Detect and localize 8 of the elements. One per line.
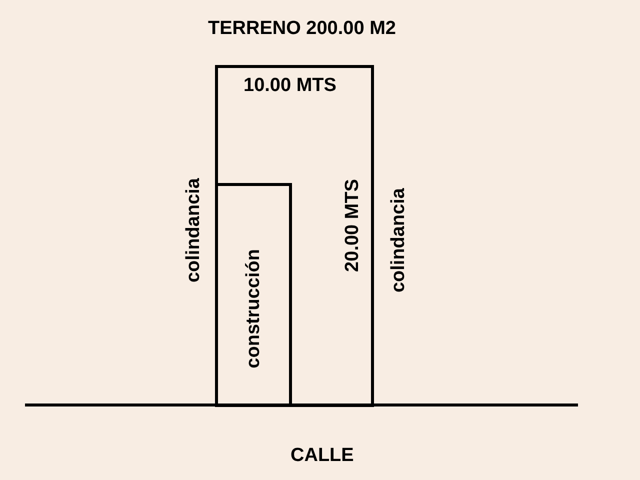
street-label: CALLE bbox=[290, 446, 354, 464]
lot-outline bbox=[215, 65, 374, 407]
dimension-label: 20.00 MTS bbox=[342, 178, 362, 272]
neighbor-label: colindancia bbox=[388, 188, 408, 292]
lot-title: TERRENO 200.00 M2 bbox=[208, 18, 396, 38]
dimension-label: 10.00 MTS bbox=[244, 76, 336, 94]
building-label: construcción bbox=[244, 248, 263, 368]
neighbor-label: colindancia bbox=[184, 178, 202, 282]
